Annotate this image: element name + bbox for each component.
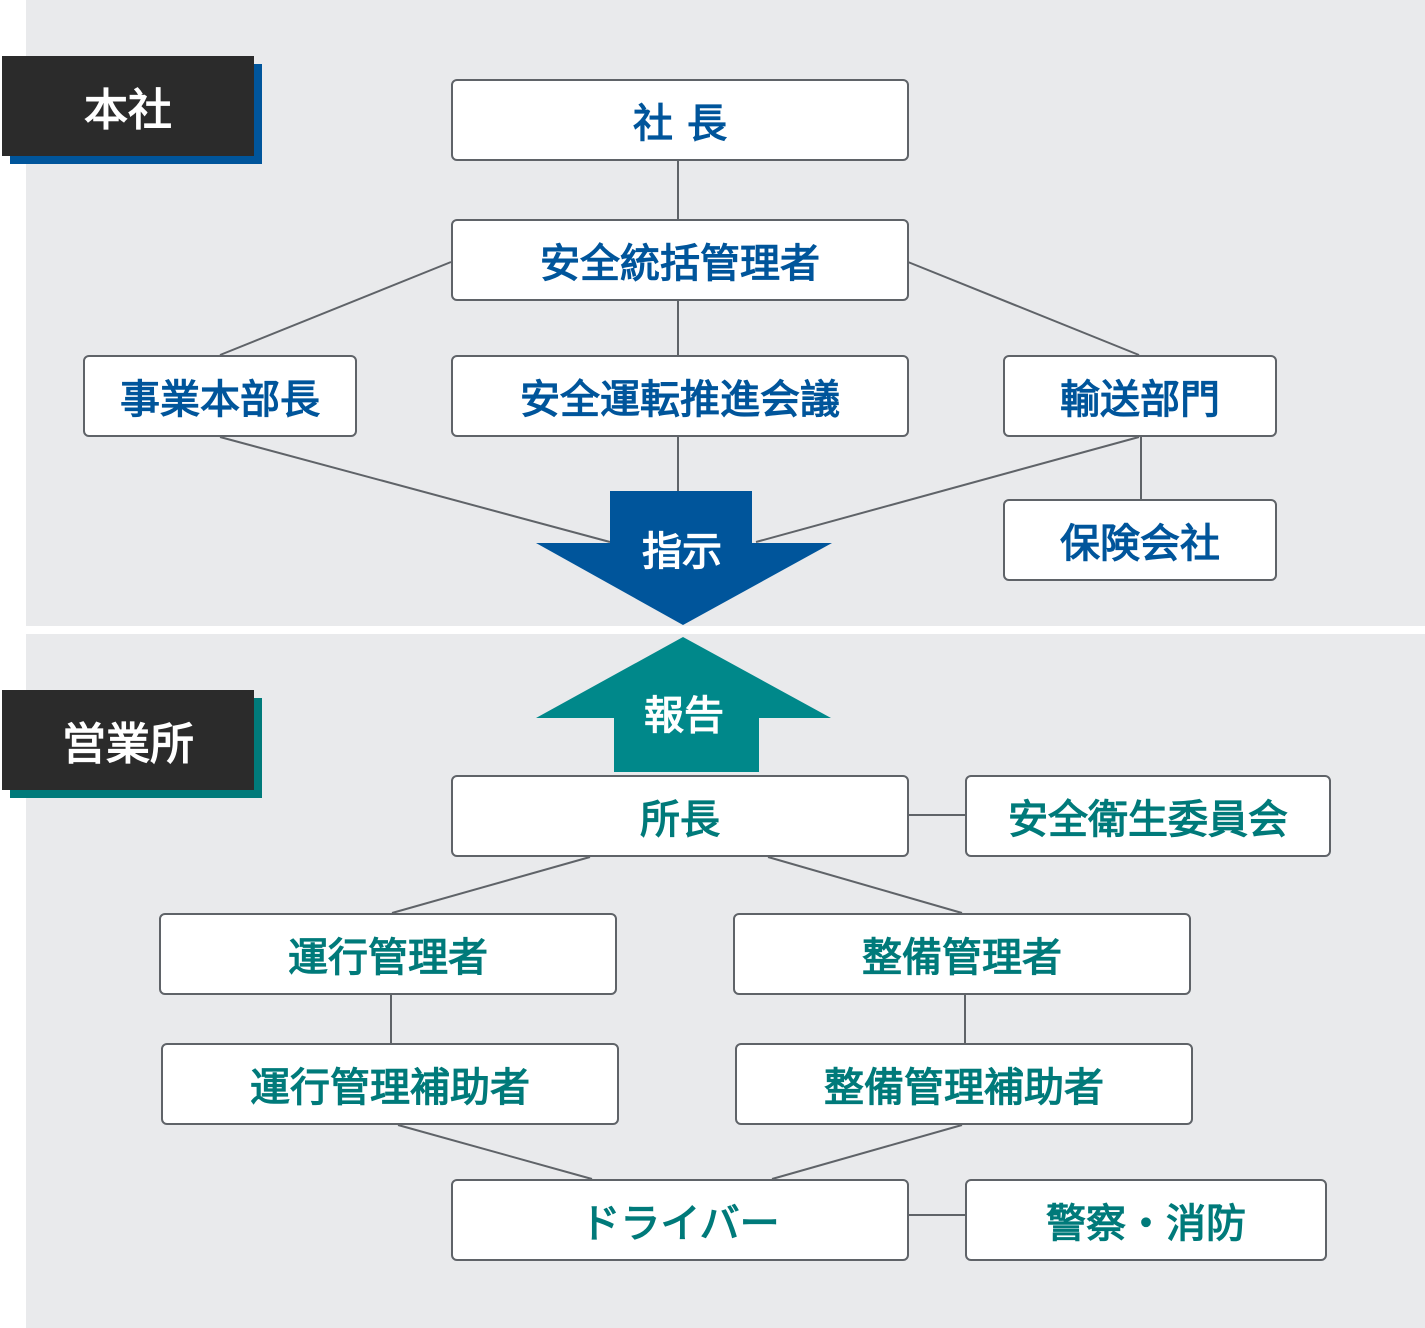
instruction-arrow — [536, 491, 832, 625]
branch-manager-box: 所長 — [451, 775, 909, 857]
driver-box: ドライバー — [451, 1179, 909, 1261]
maintenance-manager-box: 整備管理者 — [733, 913, 1191, 995]
connector-opsassistant-driver — [397, 1124, 593, 1180]
safety-health-committee-box: 安全衛生委員会 — [965, 775, 1331, 857]
instruction-label: 指示 — [642, 529, 722, 575]
division-head-box: 事業本部長 — [83, 355, 357, 437]
insurance-company-box: 保険会社 — [1003, 499, 1277, 581]
operations-assistant-box: 運行管理補助者 — [161, 1043, 619, 1125]
president-box: 社 長 — [451, 79, 909, 161]
connector-mntassistant-driver — [771, 1124, 963, 1180]
connector-division-arrow — [219, 436, 611, 543]
section-tag-office: 営業所 — [2, 690, 254, 790]
report-label: 報告 — [644, 693, 724, 739]
connector-safety-division — [219, 261, 452, 356]
connector-manager-maintenance — [767, 856, 963, 914]
connector-transport-arrow — [755, 436, 1140, 543]
safe-driving-council-box: 安全運転推進会議 — [451, 355, 909, 437]
safety-general-manager-box: 安全統括管理者 — [451, 219, 909, 301]
connector-safety-transport — [907, 261, 1140, 356]
transport-dept-box: 輸送部門 — [1003, 355, 1277, 437]
police-fire-box: 警察・消防 — [965, 1179, 1327, 1261]
maintenance-assistant-box: 整備管理補助者 — [735, 1043, 1193, 1125]
report-arrow — [536, 637, 831, 772]
operations-manager-box: 運行管理者 — [159, 913, 617, 995]
connector-manager-operations — [391, 856, 591, 914]
section-tag-hq: 本社 — [2, 56, 254, 156]
